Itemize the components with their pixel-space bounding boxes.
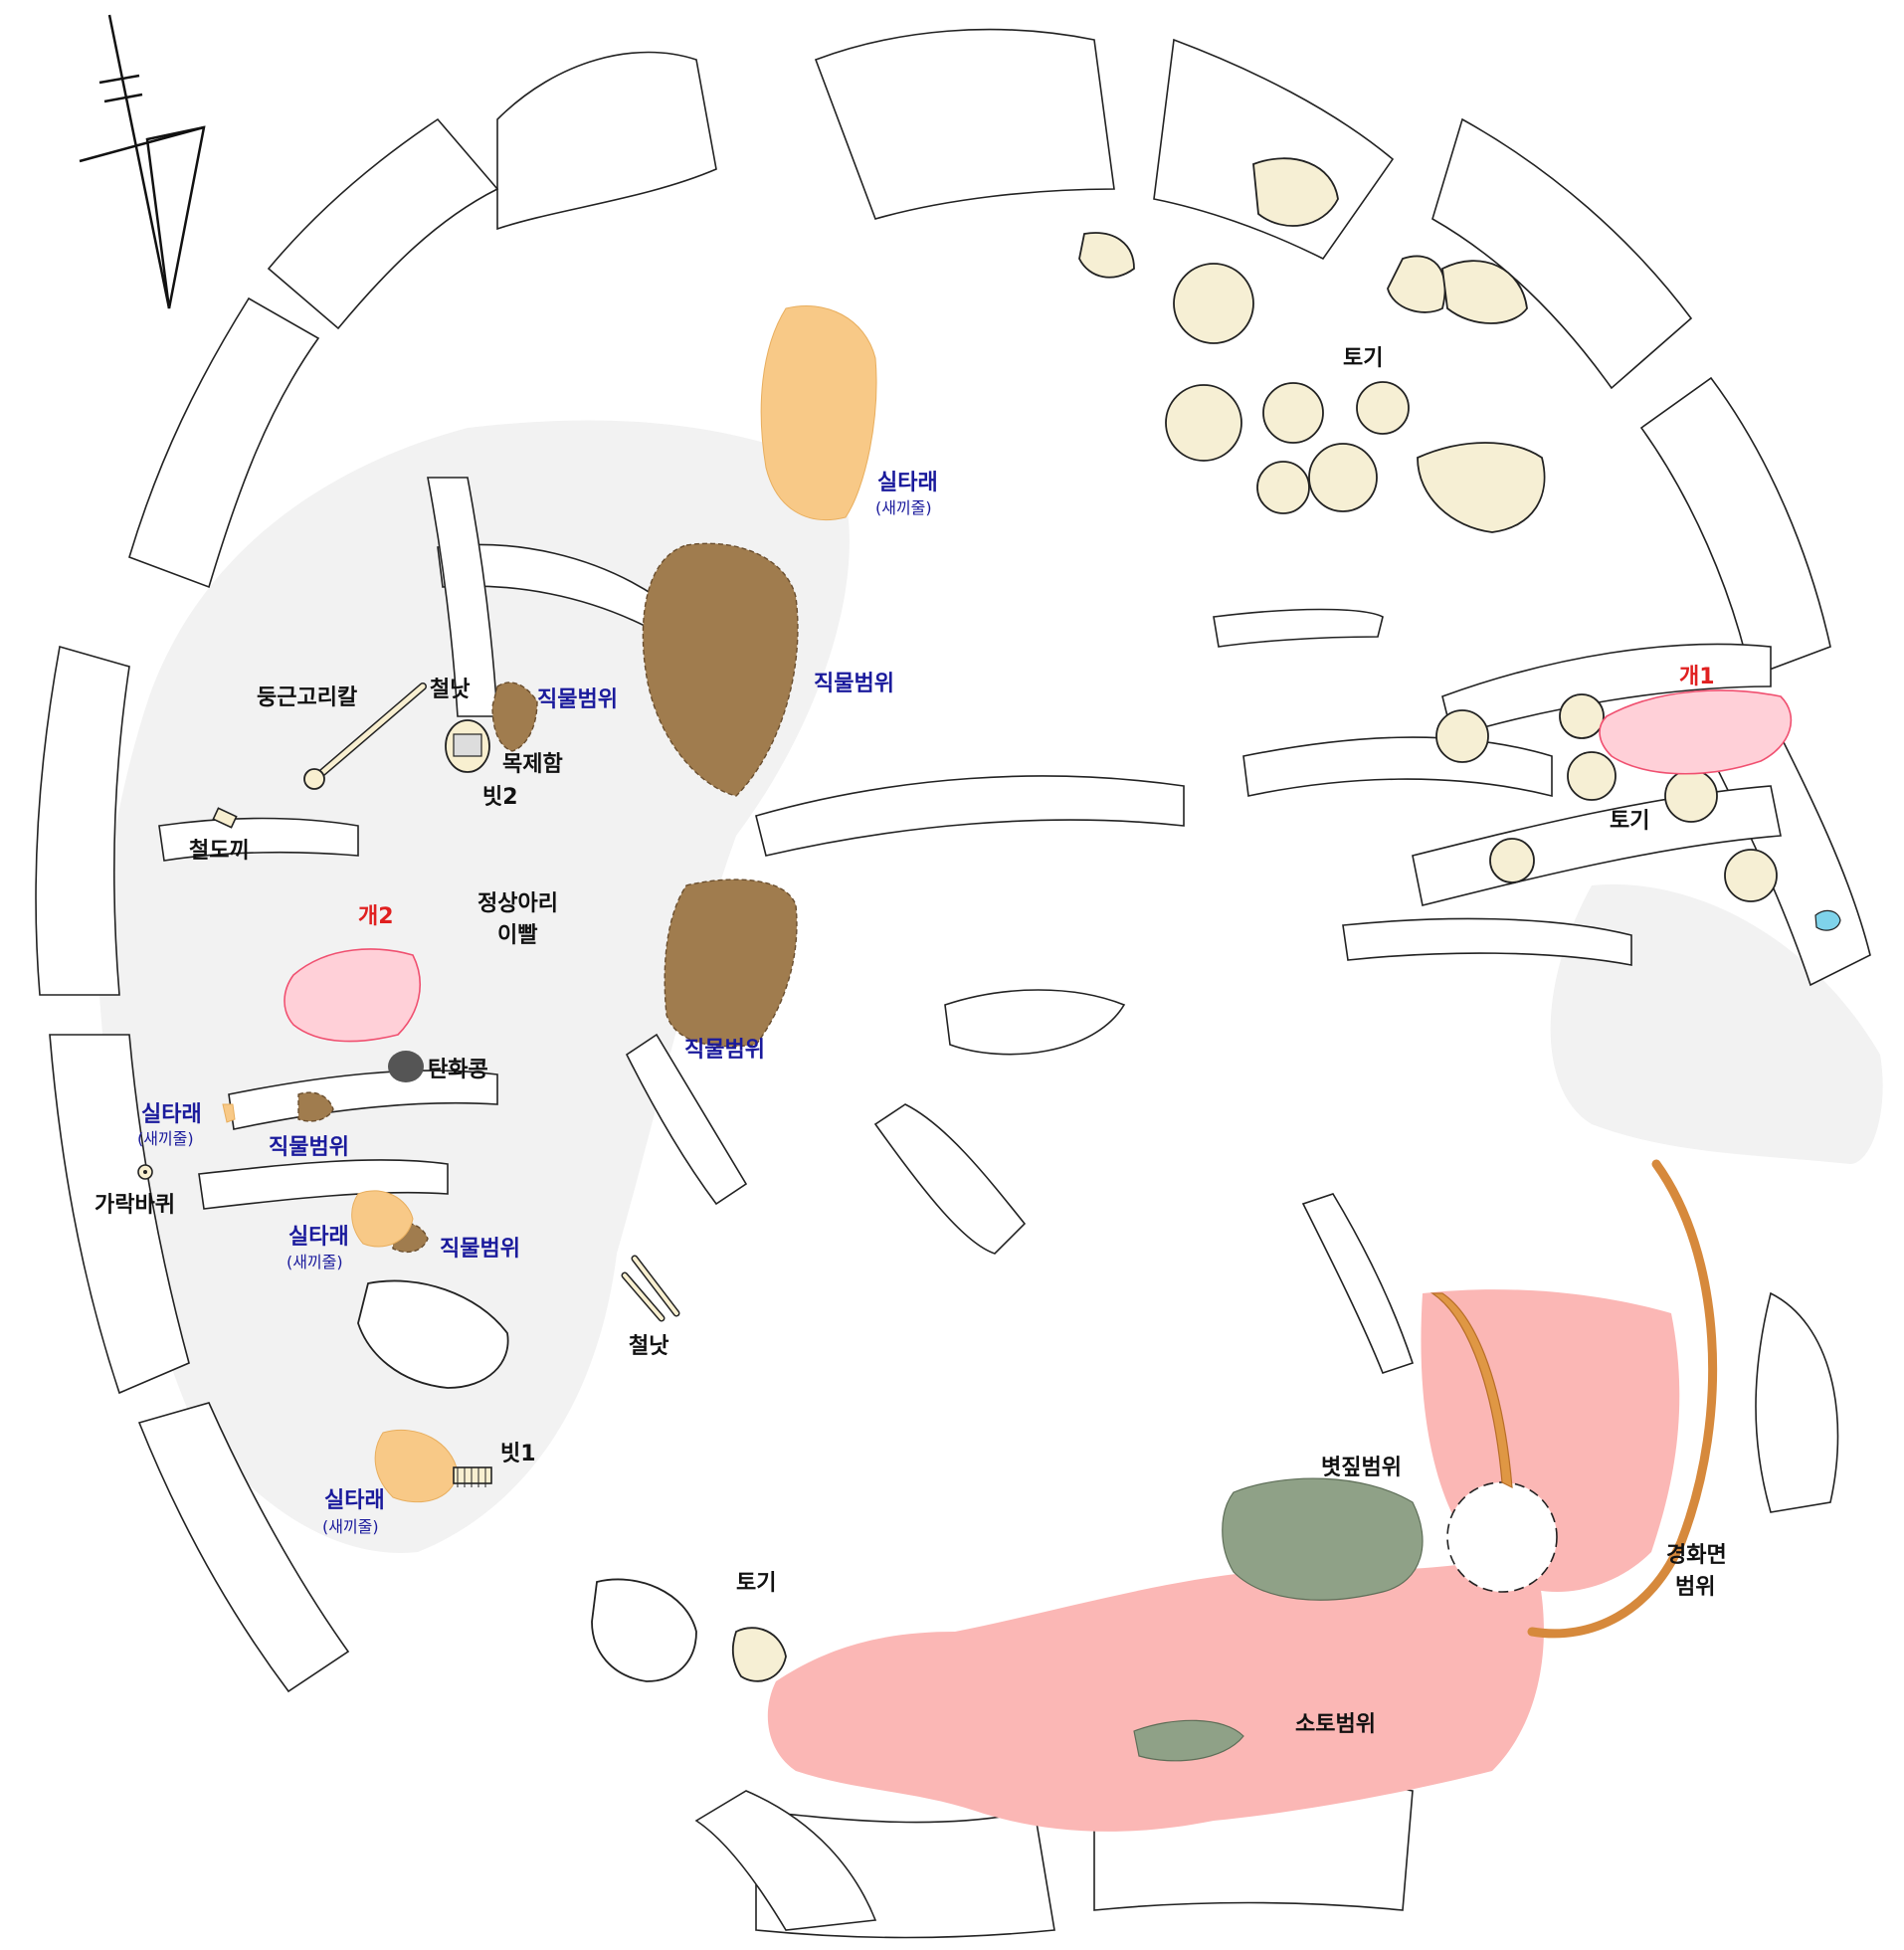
label-hardened-surface-2: 범위	[1675, 1575, 1715, 1600]
burnt-clay-area	[767, 1552, 1544, 1832]
blue-fragment	[1814, 909, 1841, 931]
label-burnt-clay: 소토범위	[1295, 1712, 1376, 1737]
pottery-group-s	[731, 1627, 787, 1682]
label-carbonized-beans: 탄화콩	[428, 1058, 488, 1082]
label-comb-2: 빗2	[482, 785, 518, 810]
label-thread-3-sub: (새끼줄)	[286, 1253, 343, 1271]
label-sickle-1: 철낫	[430, 678, 470, 702]
dog-1-skeleton	[1599, 689, 1793, 775]
iron-axe	[212, 807, 238, 829]
wooden-box	[445, 719, 490, 773]
comb-1	[453, 1466, 492, 1487]
dog-2-skeleton	[284, 948, 421, 1043]
spindle-whorl	[137, 1164, 153, 1180]
label-textile-3: 직물범위	[684, 1038, 765, 1063]
label-thread-1: 실타래	[877, 471, 938, 495]
interior-beams	[158, 477, 1782, 1374]
label-pottery-3: 토기	[1610, 809, 1649, 834]
carbonized-beans	[388, 1051, 424, 1082]
label-sickle-2: 철낫	[629, 1334, 668, 1359]
label-textile-5: 직물범위	[440, 1237, 520, 1262]
hardened-surface-fill	[1430, 1292, 1513, 1489]
textile-area-2	[664, 878, 798, 1048]
label-thread-3: 실타래	[288, 1225, 349, 1250]
labels: 둥근고리칼 철낫 목제함 빗2 철도끼 개2 정상아리 이빨 탄화콩 가락바퀴 …	[95, 346, 1727, 1737]
label-round-pommel-sword: 둥근고리칼	[257, 685, 357, 710]
straw-area	[1222, 1477, 1424, 1601]
label-thread-4: 실타래	[324, 1488, 385, 1513]
label-pottery-2: 토기	[1343, 346, 1383, 371]
label-straw-area: 볏짚범위	[1321, 1456, 1402, 1480]
textile-area-3	[491, 682, 538, 752]
stone-1	[357, 1279, 509, 1389]
label-deer-tooth-2: 이빨	[497, 923, 537, 948]
label-textile-1: 직물범위	[537, 687, 618, 712]
thread-area-2	[351, 1190, 414, 1248]
pottery-group-e	[1435, 693, 1778, 902]
north-arrow-icon	[79, 14, 206, 309]
label-hardened-surface-1: 경화면	[1666, 1543, 1727, 1568]
textile-area-4	[297, 1091, 334, 1122]
pottery-group-ne	[1078, 157, 1546, 533]
floor-area-east	[1550, 883, 1883, 1164]
label-thread-2-sub: (새끼줄)	[137, 1129, 194, 1148]
label-spindle-whorl: 가락바퀴	[95, 1193, 175, 1218]
straw-patch-small	[1133, 1719, 1244, 1762]
round-pommel-sword	[303, 682, 427, 790]
sickle-2	[621, 1255, 680, 1322]
label-dog-2: 개2	[358, 904, 394, 929]
hardened-surface-line	[1527, 1159, 1718, 1639]
thread-area-4	[222, 1103, 236, 1123]
label-iron-axe: 철도끼	[189, 839, 250, 864]
label-thread-2: 실타래	[141, 1102, 202, 1127]
label-textile-2: 직물범위	[814, 672, 894, 696]
label-deer-tooth-1: 정상아리	[477, 891, 558, 916]
textile-area-1	[642, 542, 799, 797]
label-dog-1: 개1	[1679, 665, 1715, 689]
thread-area-1	[760, 304, 877, 521]
thread-area-3	[374, 1429, 459, 1503]
label-thread-1-sub: (새끼줄)	[875, 498, 932, 517]
label-textile-4: 직물범위	[269, 1135, 349, 1160]
label-comb-1: 빗1	[500, 1442, 536, 1466]
label-pottery-1: 토기	[736, 1571, 776, 1596]
posthole-circle	[1446, 1481, 1558, 1593]
label-thread-4-sub: (새끼줄)	[322, 1517, 379, 1536]
stone-2	[591, 1578, 697, 1682]
label-wooden-box: 목제함	[502, 752, 563, 777]
